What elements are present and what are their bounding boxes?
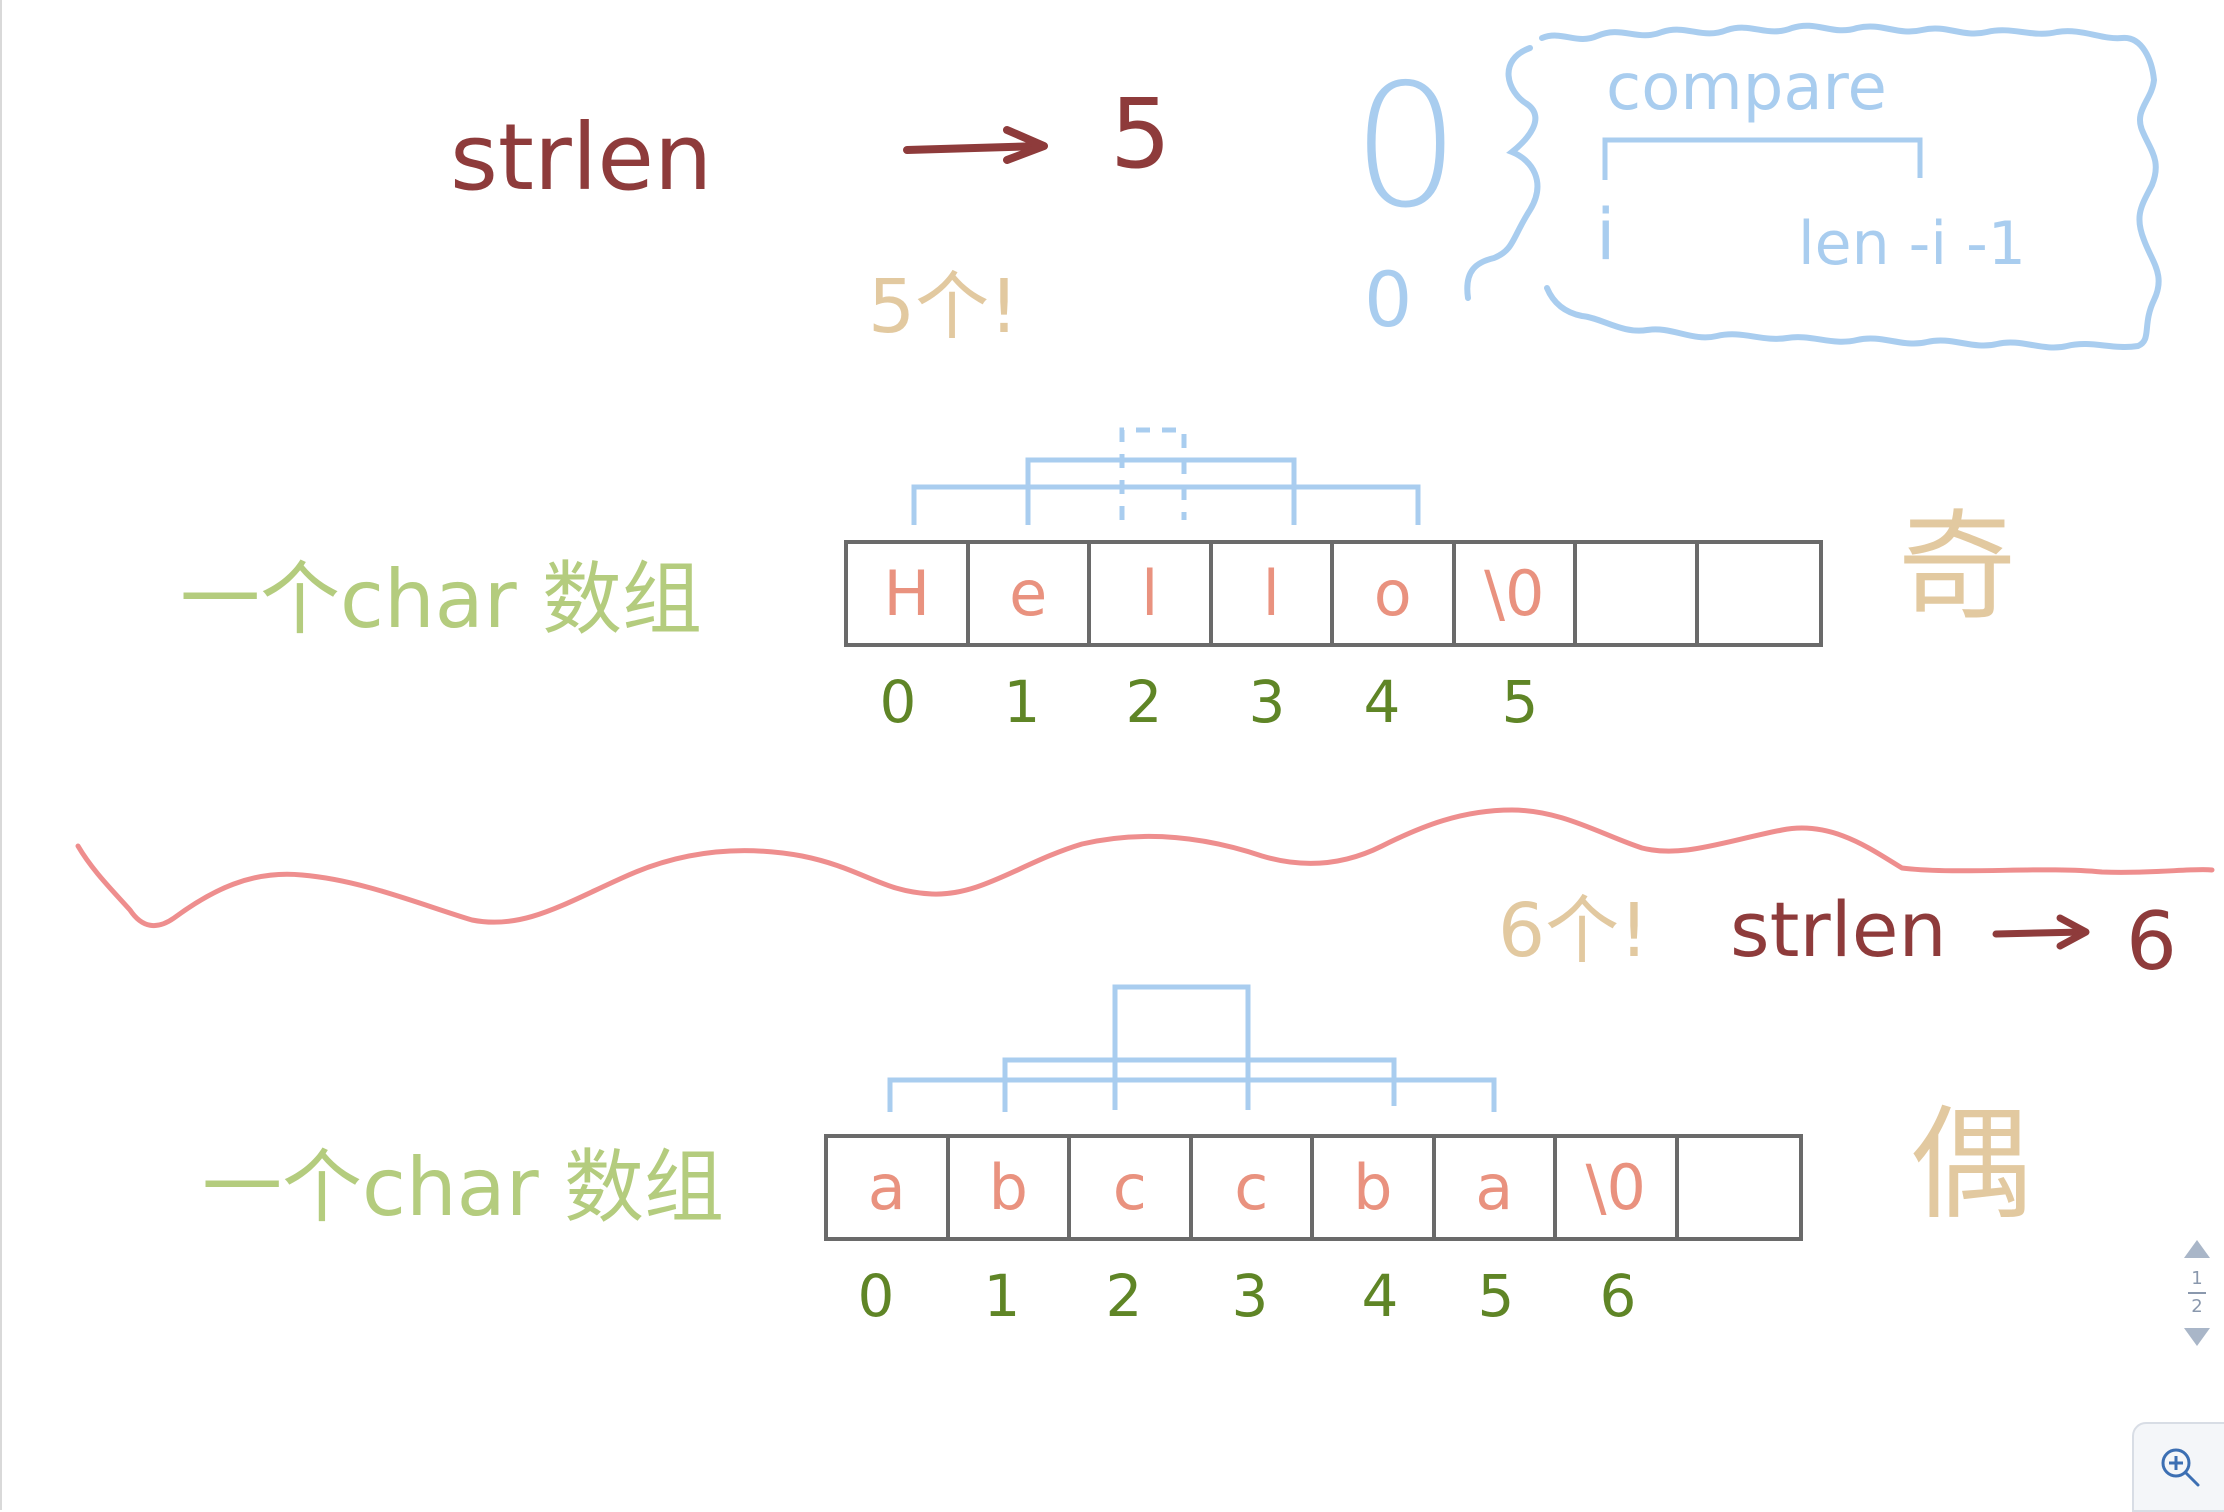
index-row-bottom: 0 1 2 3 4 5 6 xyxy=(2,1262,2224,1342)
array-index: 1 xyxy=(1003,668,1041,736)
array-cell: b xyxy=(950,1138,1071,1237)
array-cell: c xyxy=(1071,1138,1193,1237)
array-index: 2 xyxy=(1105,1262,1143,1330)
compare-title: compare xyxy=(1606,51,1887,125)
page-divider xyxy=(2188,1292,2206,1294)
compare-right-expr: len -i -1 xyxy=(1798,209,2026,279)
strlen-result-top: 5 xyxy=(1110,78,1172,190)
compare-left-var: i xyxy=(1596,194,1616,276)
array-cell: a xyxy=(1436,1138,1557,1237)
array-cell: a xyxy=(828,1138,950,1237)
array-index: 1 xyxy=(983,1262,1021,1330)
page-current: 1 xyxy=(2191,1268,2203,1289)
array-index: 4 xyxy=(1363,668,1401,736)
strlen-result-bottom: 6 xyxy=(2126,895,2177,988)
page-navigator: 1 2 xyxy=(2172,1240,2222,1380)
array-cell: c xyxy=(1193,1138,1314,1237)
array-index: 5 xyxy=(1501,668,1539,736)
triangle-up-icon[interactable] xyxy=(2184,1240,2210,1258)
strlen-label-top: strlen xyxy=(450,104,713,211)
triangle-down-icon[interactable] xyxy=(2184,1328,2210,1346)
array-cell xyxy=(1577,544,1699,643)
array-cell xyxy=(1699,544,1819,643)
strlen-label-bottom: strlen xyxy=(1730,885,1947,974)
count-note-top: 5个! xyxy=(868,264,1019,350)
page-total: 2 xyxy=(2191,1296,2203,1317)
array-index: 0 xyxy=(857,1262,895,1330)
parity-label-bottom: 偶 xyxy=(1910,1094,2032,1236)
array-cell: \0 xyxy=(1456,544,1577,643)
zoom-in-icon xyxy=(2161,1448,2200,1487)
array-cell: l xyxy=(1213,544,1334,643)
char-array-bottom: a b c c b a \0 xyxy=(824,1134,1803,1241)
index-row-top: 0 1 2 3 4 5 xyxy=(2,668,2224,748)
array-index: 5 xyxy=(1477,1262,1515,1330)
array-cell: \0 xyxy=(1557,1138,1679,1237)
array-index: 6 xyxy=(1599,1262,1637,1330)
array-index: 0 xyxy=(879,668,917,736)
array-cell xyxy=(1679,1138,1799,1237)
array-label-bottom: 一个char 数组 xyxy=(202,1141,725,1234)
array-index: 4 xyxy=(1361,1262,1399,1330)
array-index: 3 xyxy=(1248,668,1286,736)
array-cell: b xyxy=(1314,1138,1436,1237)
array-cell: o xyxy=(1334,544,1456,643)
array-index: 2 xyxy=(1125,668,1163,736)
zoom-in-button[interactable] xyxy=(2132,1422,2224,1512)
brace-bottom-zero: 0 xyxy=(1364,255,1413,344)
array-cell: H xyxy=(848,544,970,643)
char-array-top: H e l l o \0 xyxy=(844,540,1823,647)
brace-top-zero: 0 xyxy=(1352,48,1461,246)
array-cell: e xyxy=(970,544,1091,643)
array-index: 3 xyxy=(1231,1262,1269,1330)
count-note-bottom: 6个! xyxy=(1498,888,1649,974)
parity-label-top: 奇 xyxy=(1898,498,2017,636)
array-cell: l xyxy=(1091,544,1213,643)
array-label-top: 一个char 数组 xyxy=(180,553,703,646)
